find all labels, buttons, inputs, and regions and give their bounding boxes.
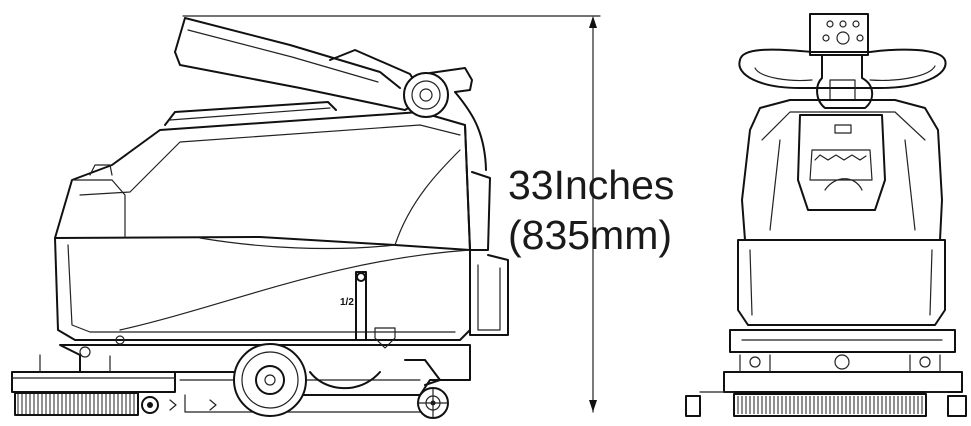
side-view-scrubber: 1/2 — [11, 17, 509, 419]
side-main-wheel — [233, 343, 307, 417]
handle-fraction-label: 1/2 — [340, 297, 354, 308]
height-mm-text: (835mm) — [508, 212, 673, 258]
front-brush-bristles — [733, 393, 927, 417]
side-brush-bristles — [14, 392, 139, 416]
height-dimension-label: 33Inches (835mm) — [508, 160, 708, 260]
side-rear-caster — [404, 359, 449, 419]
front-view-scrubber — [685, 13, 967, 417]
height-inches-text: 33Inches — [508, 162, 675, 208]
height-dimension-line — [182, 15, 601, 413]
